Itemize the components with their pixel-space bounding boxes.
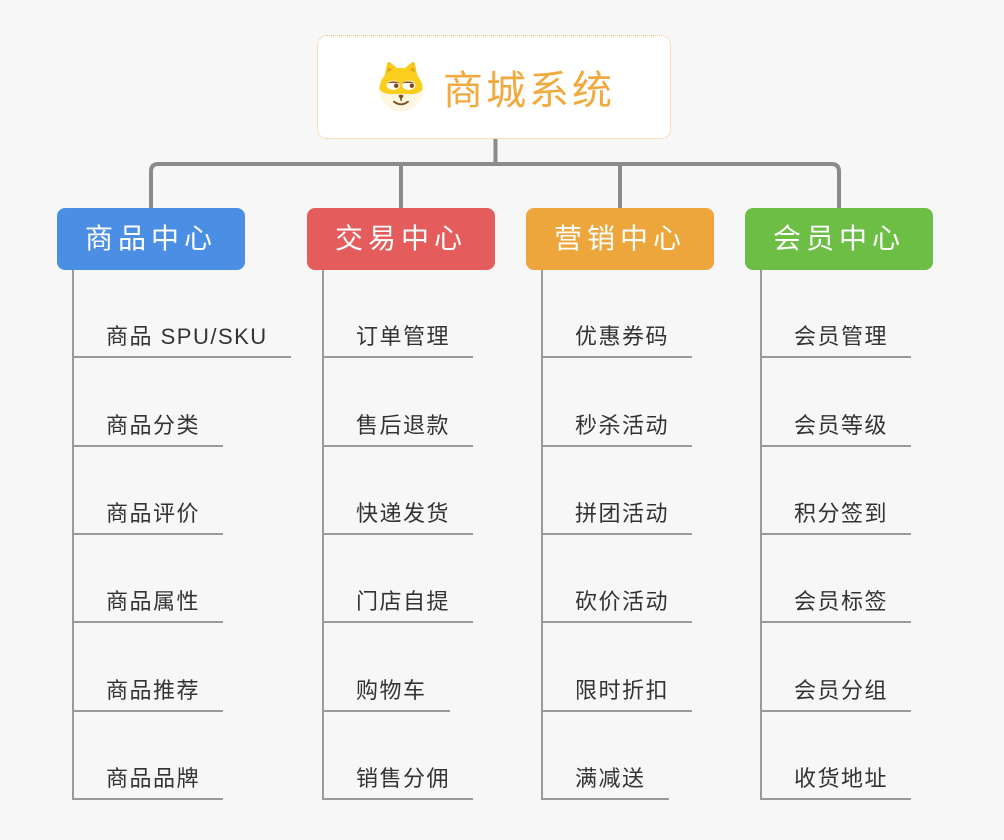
- tree-item[interactable]: 商品品牌: [72, 766, 224, 800]
- tree-item[interactable]: 会员分组: [760, 678, 912, 712]
- tree-item[interactable]: 商品 SPU/SKU: [72, 324, 291, 358]
- doge-face-icon: [379, 62, 423, 112]
- tree-item[interactable]: 会员标签: [760, 589, 912, 623]
- tree-item[interactable]: 满减送: [541, 766, 669, 800]
- tree-item[interactable]: 门店自提: [322, 589, 474, 623]
- tree-item[interactable]: 商品推荐: [72, 678, 224, 712]
- tree-item[interactable]: 商品评价: [72, 501, 224, 535]
- root-title: 商城系统: [443, 69, 615, 113]
- tree-item[interactable]: 订单管理: [322, 324, 474, 358]
- branch-bus-line: [149, 162, 841, 209]
- branch-node[interactable]: 交易中心: [307, 208, 495, 270]
- tree-item[interactable]: 拼团活动: [541, 501, 693, 535]
- tree-item[interactable]: 积分签到: [760, 501, 912, 535]
- tree-item[interactable]: 优惠券码: [541, 324, 693, 358]
- tree-item[interactable]: 砍价活动: [541, 589, 693, 623]
- tree-item[interactable]: 收货地址: [760, 766, 912, 800]
- root-node[interactable]: 商城系统: [317, 35, 671, 139]
- branch-node[interactable]: 营销中心: [526, 208, 714, 270]
- tree-item[interactable]: 秒杀活动: [541, 413, 693, 447]
- branch-node[interactable]: 会员中心: [745, 208, 933, 270]
- tree-item[interactable]: 销售分佣: [322, 766, 474, 800]
- branch-node[interactable]: 商品中心: [57, 208, 245, 270]
- tree-item[interactable]: 限时折扣: [541, 678, 693, 712]
- tree-item[interactable]: 购物车: [322, 678, 450, 712]
- tree-item[interactable]: 会员管理: [760, 324, 912, 358]
- tree-item[interactable]: 售后退款: [322, 413, 474, 447]
- tree-item[interactable]: 会员等级: [760, 413, 912, 447]
- tree-item[interactable]: 商品属性: [72, 589, 224, 623]
- tree-item[interactable]: 商品分类: [72, 413, 224, 447]
- tree-item[interactable]: 快递发货: [322, 501, 474, 535]
